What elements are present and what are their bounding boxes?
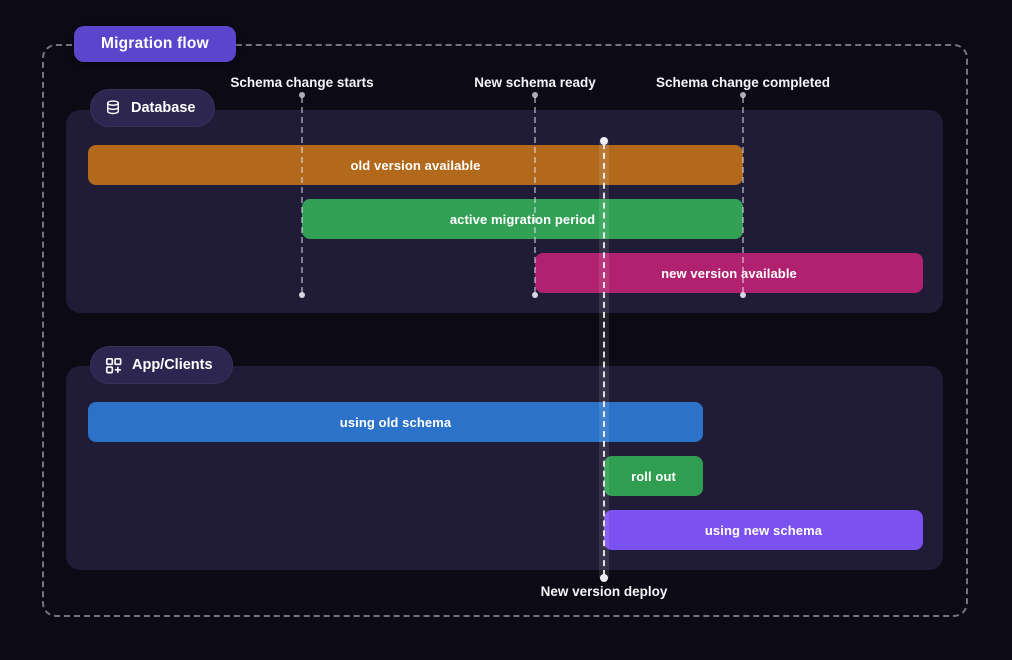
bar-roll-out: roll out (604, 456, 703, 496)
database-icon (104, 99, 122, 117)
database-badge: Database (90, 89, 216, 127)
bar-active-migration-period: active migration period (302, 199, 743, 239)
bar-using-old-schema: using old schema (88, 402, 703, 442)
milestone-label-new-schema-ready: New schema ready (474, 75, 596, 90)
milestone-dot-top (740, 92, 746, 98)
bar-new-version-available: new version available (535, 253, 923, 293)
deploy-marker-label: New version deploy (540, 584, 668, 599)
deploy-marker-dot-top (600, 137, 608, 145)
app-clients-badge: App/Clients (90, 346, 233, 384)
milestone-dot-top (532, 92, 538, 98)
milestone-dot-bottom (299, 292, 305, 298)
milestone-line-schema-change-starts (301, 97, 303, 293)
diagram-title-badge: Migration flow (74, 26, 236, 62)
milestone-dot-bottom (532, 292, 538, 298)
bar-using-new-schema: using new schema (604, 510, 923, 550)
milestone-line-schema-change-completed (742, 97, 744, 293)
diagram-boundary (42, 44, 968, 617)
bar-old-version-available: old version available (88, 145, 743, 185)
milestone-dot-bottom (740, 292, 746, 298)
apps-plus-icon (104, 356, 123, 375)
milestone-label-schema-change-completed: Schema change completed (655, 75, 831, 90)
milestone-line-new-schema-ready (534, 97, 536, 293)
milestone-dot-top (299, 92, 305, 98)
app-clients-badge-label: App/Clients (132, 357, 213, 373)
deploy-marker-line (603, 143, 605, 576)
database-badge-label: Database (131, 100, 196, 116)
deploy-marker-dot-bottom (600, 574, 608, 582)
milestone-label-schema-change-starts: Schema change starts (230, 75, 374, 90)
